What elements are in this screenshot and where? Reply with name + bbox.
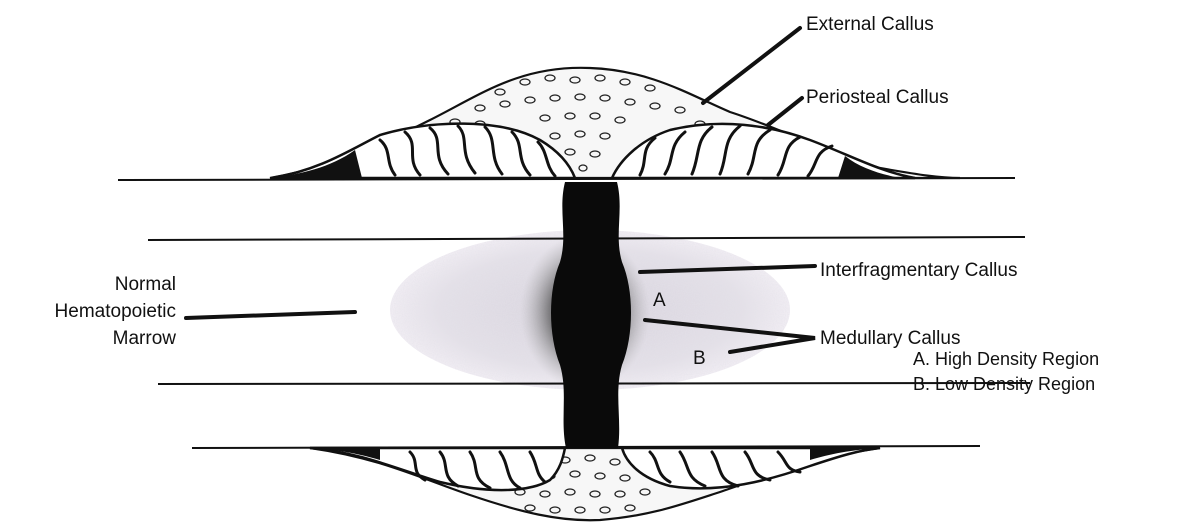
medullary-callus-label: Medullary Callus [820,328,960,349]
marker-a-label: A [653,290,666,311]
marker-b-label: B [693,348,706,369]
high-density-region-label: A. High Density Region [913,349,1099,369]
normal-marrow-label-line1: Normal [115,274,176,295]
normal-marrow-label-line3: Marrow [113,328,177,349]
interfragmentary-callus [551,182,631,448]
interfragmentary-callus-label: Interfragmentary Callus [820,260,1017,281]
external-callus-label: External Callus [806,14,934,35]
periosteal-callus-label: Periosteal Callus [806,87,949,108]
normal-marrow-label-line2: Hematopoietic [55,301,176,322]
low-density-region-label: B. Low Density Region [913,374,1095,394]
